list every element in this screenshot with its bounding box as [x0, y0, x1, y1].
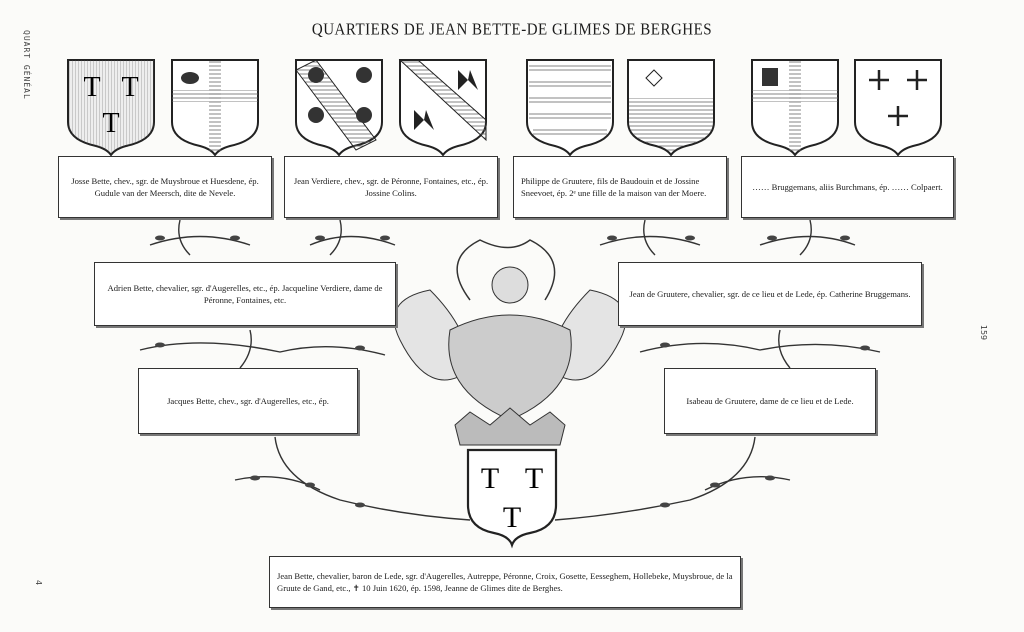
- page-title: QUARTIERS DE JEAN BETTE-DE GLIMES DE BER…: [311, 20, 713, 40]
- svg-text:T: T: [83, 72, 100, 103]
- margin-label: QUART GÉNÉAL: [22, 30, 31, 100]
- svg-text:T: T: [102, 108, 119, 139]
- parent-text: Jacques Bette, chev., sgr. d'Augerelles,…: [167, 396, 329, 406]
- svg-text:T: T: [481, 462, 499, 495]
- bette-arms-icon: T T T: [67, 59, 155, 156]
- great-grandparent-text: Jean Verdiere, chev., sgr. de Péronne, F…: [293, 176, 489, 198]
- grandparent-box-2: Jean de Gruutere, chevalier, sgr. de ce …: [618, 262, 922, 326]
- svg-text:T: T: [503, 501, 521, 534]
- great-grandparent-box-1: Josse Bette, chev., sgr. de Muysbroue et…: [58, 156, 272, 218]
- great-grandparent-box-4: …… Bruggemans, aliis Burchmans, ép. …… C…: [741, 156, 954, 218]
- crosses-arms-icon: [854, 59, 942, 156]
- butterflies-bend-arms-icon: [398, 59, 487, 156]
- branch-lines: [139, 219, 881, 521]
- central-coat-of-arms-icon: T T T: [393, 239, 627, 549]
- great-grandparent-box-3: Philippe de Gruutere, fils de Baudouin e…: [513, 156, 727, 218]
- per-fess-arms-icon: [627, 59, 715, 156]
- grandparent-text: Jean de Gruutere, chevalier, sgr. de ce …: [629, 289, 911, 299]
- great-grandparent-box-2: Jean Verdiere, chev., sgr. de Péronne, F…: [284, 156, 498, 218]
- parent-box-1: Jacques Bette, chev., sgr. d'Augerelles,…: [138, 368, 358, 434]
- leaf-dots: [155, 235, 870, 508]
- svg-text:T: T: [525, 462, 543, 495]
- subject-text: Jean Bette, chevalier, baron de Lede, sg…: [277, 571, 733, 593]
- great-grandparent-text: Philippe de Gruutere, fils de Baudouin e…: [521, 176, 707, 198]
- barry-arms-icon: [526, 59, 614, 156]
- cross-with-tower-arms-icon: [751, 59, 839, 156]
- grandparent-box-1: Adrien Bette, chevalier, sgr. d'Augerell…: [94, 262, 396, 326]
- grandparent-text: Adrien Bette, chevalier, sgr. d'Augerell…: [107, 283, 383, 305]
- subject-box: Jean Bette, chevalier, baron de Lede, sg…: [269, 556, 741, 608]
- svg-text:T: T: [121, 72, 138, 103]
- cross-with-bird-arms-icon: [171, 59, 259, 156]
- parent-text: Isabeau de Gruutere, dame de ce lieu et …: [686, 396, 854, 406]
- parent-box-2: Isabeau de Gruutere, dame de ce lieu et …: [664, 368, 876, 434]
- lions-bend-arms-icon: [295, 59, 383, 156]
- great-grandparent-text: Josse Bette, chev., sgr. de Muysbroue et…: [71, 176, 259, 198]
- great-grandparent-text: …… Bruggemans, aliis Burchmans, ép. …… C…: [752, 182, 943, 192]
